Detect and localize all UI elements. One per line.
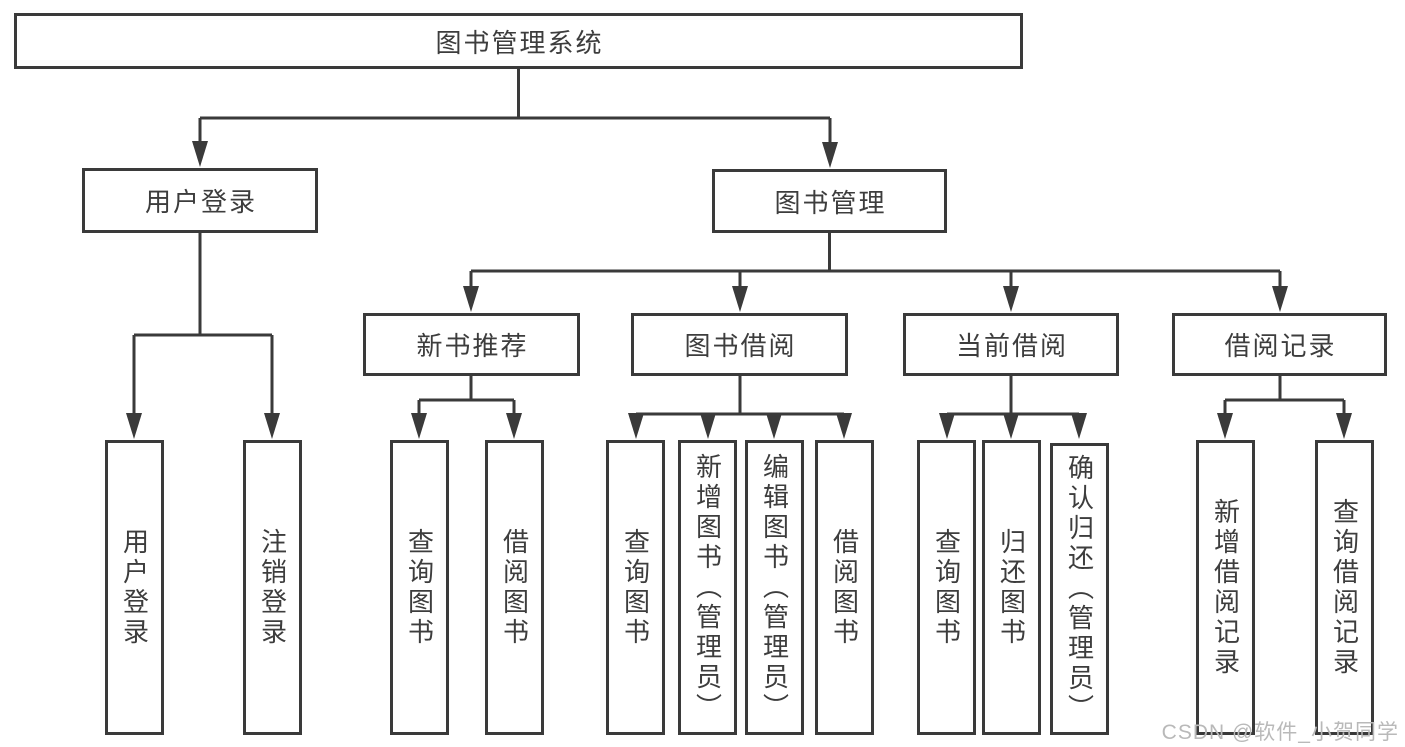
leaf-label: 新增借阅记录 <box>1210 497 1241 678</box>
leaf-query-borrow-record: 查询借阅记录 <box>1315 440 1374 735</box>
leaf-label: 借阅图书 <box>829 527 860 648</box>
csdn-watermark: CSDN @软件_小贺同学 <box>1161 721 1399 744</box>
node-label: 借阅记录 <box>1224 331 1337 361</box>
leaf-label: 确认归还（管理员） <box>1064 454 1095 724</box>
leaf-query-books-current: 查询图书 <box>917 440 976 735</box>
leaf-edit-books-admin: 编辑图书（管理员） <box>745 440 804 735</box>
leaf-user-login: 用户登录 <box>105 440 164 735</box>
node-label: 图书管理 <box>774 187 887 218</box>
node-borrowing-records: 借阅记录 <box>1172 313 1387 376</box>
leaf-borrow-books-borrowing: 借阅图书 <box>815 440 874 735</box>
leaf-add-borrow-record: 新增借阅记录 <box>1196 440 1255 735</box>
leaf-label: 用户登录 <box>119 527 150 648</box>
leaf-label: 查询图书 <box>931 527 962 648</box>
node-label: 当前借阅 <box>955 331 1068 361</box>
node-label: 用户登录 <box>144 187 257 217</box>
node-book-borrowing: 图书借阅 <box>631 313 848 376</box>
leaf-query-books-borrowing: 查询图书 <box>606 440 665 735</box>
leaf-label: 编辑图书（管理员） <box>759 452 790 723</box>
leaf-query-books-recommend: 查询图书 <box>390 440 449 735</box>
node-label: 新书推荐 <box>416 331 529 361</box>
leaf-label: 查询图书 <box>404 527 435 648</box>
leaf-label: 注销登录 <box>257 527 288 648</box>
node-label: 图书借阅 <box>684 331 797 361</box>
node-current-borrowing: 当前借阅 <box>903 313 1119 376</box>
arrowheads <box>126 141 1352 439</box>
node-library-management-system: 图书管理系统 <box>14 13 1023 69</box>
leaf-label: 查询借阅记录 <box>1329 497 1360 678</box>
leaf-label: 借阅图书 <box>499 527 530 648</box>
node-book-management: 图书管理 <box>712 169 947 233</box>
node-label: 图书管理系统 <box>435 27 604 58</box>
leaf-label: 新增图书（管理员） <box>692 452 723 723</box>
leaf-return-books: 归还图书 <box>982 440 1041 735</box>
leaf-label: 查询图书 <box>620 527 651 648</box>
leaf-confirm-return-admin: 确认归还（管理员） <box>1050 443 1109 735</box>
leaf-label: 归还图书 <box>996 527 1027 648</box>
node-new-book-recommendation: 新书推荐 <box>363 313 580 376</box>
leaf-logout-login: 注销登录 <box>243 440 302 735</box>
leaf-add-books-admin: 新增图书（管理员） <box>678 440 737 735</box>
leaf-borrow-books-recommend: 借阅图书 <box>485 440 544 735</box>
node-user-login: 用户登录 <box>82 168 318 233</box>
